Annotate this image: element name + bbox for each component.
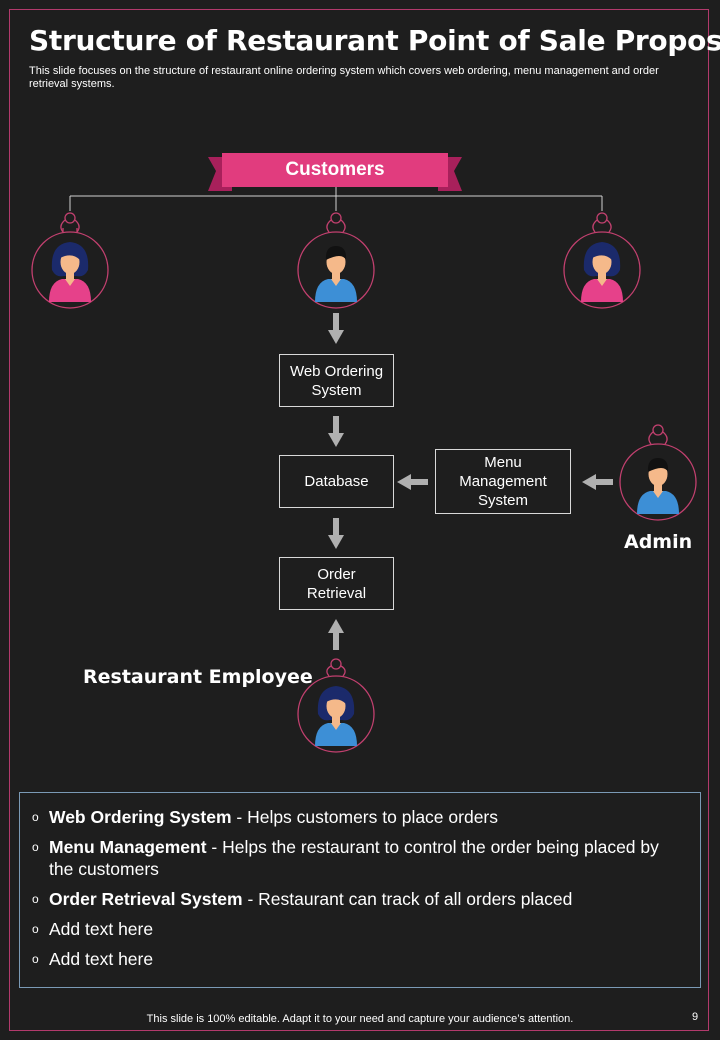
woman-avatar-icon: [315, 686, 357, 746]
man-avatar-icon: [315, 246, 357, 302]
footer-text: This slide is 100% editable. Adapt it to…: [146, 1013, 574, 1025]
bullet-icon: o: [32, 840, 39, 854]
bullet-icon: o: [32, 922, 39, 936]
order-retrieval-label: Order Retrieval: [306, 565, 367, 602]
admin-avatar-ring: [619, 424, 697, 521]
web-ordering-system-label: Web Ordering System: [289, 362, 384, 399]
man-avatar-icon: [637, 458, 679, 514]
woman-avatar-icon: [49, 242, 91, 302]
web-ordering-system-box: Web Ordering System: [279, 354, 394, 407]
list-item: o Add text here: [32, 918, 680, 940]
bullet-icon: o: [32, 892, 39, 906]
page-number: 9: [692, 1011, 699, 1023]
bullet-icon: o: [32, 952, 39, 966]
admin-label: Admin: [624, 531, 693, 553]
menu-management-system-box: Menu Management System: [435, 449, 571, 514]
page-title: Structure of Restaurant Point of Sale Pr…: [29, 24, 720, 57]
customers-label: Customers: [285, 159, 385, 180]
order-retrieval-box: Order Retrieval: [279, 557, 394, 610]
note-term: Web Ordering System: [49, 807, 232, 827]
woman-avatar-icon: [581, 242, 623, 302]
list-item: o Add text here: [32, 948, 680, 970]
arrow-left-icon: [582, 474, 613, 490]
note-text: - Restaurant can track of all orders pla…: [242, 889, 573, 909]
customers-ribbon: [208, 153, 462, 191]
arrow-down-icon: [328, 416, 344, 447]
list-item: o Web Ordering System - Helps customers t…: [32, 806, 680, 828]
arrow-left-icon: [397, 474, 428, 490]
arrow-down-icon: [328, 518, 344, 549]
customer-connectors: [69, 187, 603, 211]
database-box: Database: [279, 455, 394, 508]
employee-avatar-ring: [297, 658, 375, 753]
note-term: Order Retrieval System: [49, 889, 243, 909]
notes-list: o Web Ordering System - Helps customers t…: [32, 806, 680, 970]
customer-avatar-ring-center: [297, 212, 375, 309]
arrow-down-icon: [328, 313, 344, 344]
note-text: Add text here: [49, 949, 154, 969]
arrow-up-icon: [328, 619, 344, 650]
list-item: o Order Retrieval System - Restaurant can…: [32, 888, 680, 910]
menu-management-system-label: Menu Management System: [459, 454, 547, 509]
restaurant-employee-label: Restaurant Employee: [83, 666, 313, 688]
bullet-icon: o: [32, 810, 39, 824]
database-label: Database: [304, 473, 369, 490]
notes-panel: o Web Ordering System - Helps customers t…: [19, 792, 701, 988]
note-text: - Helps customers to place orders: [231, 807, 499, 827]
page-subtitle: This slide focuses on the structure of r…: [29, 65, 659, 90]
note-text: Add text here: [49, 919, 154, 939]
customer-avatar-ring-right: [563, 212, 641, 309]
note-text: - Helps the restaurant to control the or…: [49, 837, 659, 879]
note-term: Menu Management: [49, 837, 207, 857]
list-item: o Menu Management - Helps the restaurant …: [32, 836, 680, 880]
